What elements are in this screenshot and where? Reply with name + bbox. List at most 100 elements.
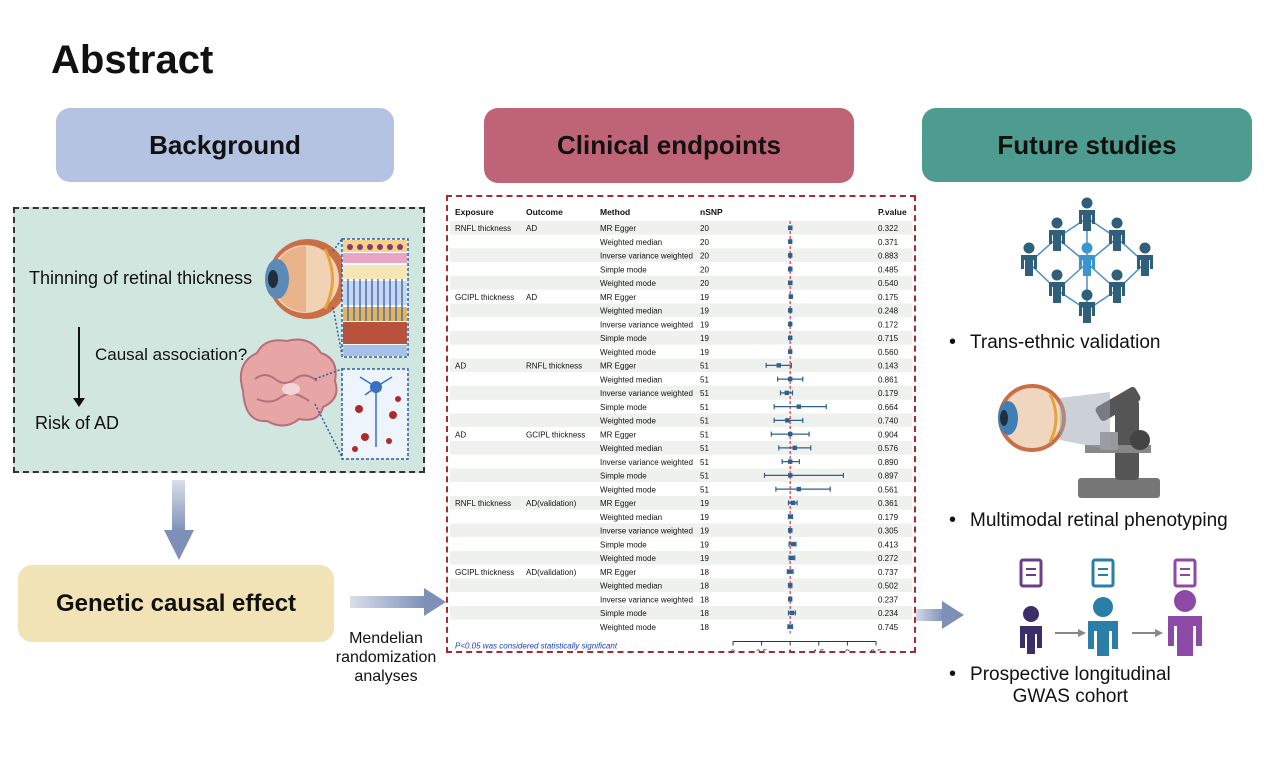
network-link	[1056, 262, 1088, 291]
eye-icon	[998, 384, 1110, 452]
cell-pvalue: 0.237	[878, 595, 899, 604]
point-estimate	[788, 473, 793, 478]
mr-caption: Mendelian randomization analyses	[326, 629, 446, 686]
cell-outcome: GCIPL thickness	[526, 430, 585, 439]
cell-pvalue: 0.179	[878, 513, 899, 522]
retina-layers-icon	[341, 238, 409, 358]
cell-method: MR Egger	[600, 430, 636, 439]
cell-method: Inverse variance weighted	[600, 320, 693, 329]
cell-nsnp: 19	[700, 499, 709, 508]
person-icon	[1049, 269, 1065, 303]
network-link	[1116, 262, 1146, 291]
cell-pvalue: 0.737	[878, 568, 899, 577]
cell-nsnp: 19	[700, 527, 709, 536]
cell-nsnp: 20	[700, 265, 709, 274]
cell-nsnp: 19	[700, 293, 709, 302]
x-tick-label: 0.5	[756, 649, 768, 652]
bullet-text: GWAS cohort	[1012, 686, 1129, 707]
cell-pvalue: 0.502	[878, 582, 899, 591]
cell-pvalue: 0.897	[878, 472, 899, 481]
cell-nsnp: 19	[700, 334, 709, 343]
cell-method: MR Egger	[600, 224, 636, 233]
cell-method: MR Egger	[600, 293, 636, 302]
person-small-icon	[1020, 606, 1042, 654]
microscope-icon	[1078, 387, 1160, 498]
point-estimate	[790, 500, 796, 506]
cell-pvalue: 0.175	[878, 293, 899, 302]
table-row	[450, 619, 912, 634]
table-row	[450, 482, 912, 496]
mr-caption-line: randomization	[335, 649, 437, 666]
table-row	[450, 262, 912, 276]
table-row	[450, 468, 912, 483]
clinical-endpoints-header: Clinical endpoints	[484, 108, 854, 183]
person-icon	[1109, 269, 1125, 303]
cell-method: Weighted mode	[600, 554, 656, 563]
clipboard-icon	[1173, 558, 1197, 588]
point-estimate	[796, 404, 801, 409]
network-link	[1056, 217, 1088, 239]
point-estimate	[788, 349, 793, 354]
point-estimate	[789, 555, 795, 561]
mr-caption-line: analyses	[354, 668, 418, 685]
point-estimate	[788, 596, 793, 602]
point-estimate	[776, 363, 781, 368]
cell-exposure: RNFL thickness	[455, 224, 511, 233]
network-link	[1086, 217, 1118, 239]
point-estimate	[788, 225, 793, 231]
cell-method: Simple mode	[600, 265, 647, 274]
cell-pvalue: 0.560	[878, 348, 899, 357]
cell-pvalue: 0.248	[878, 307, 899, 316]
person-icon	[1079, 197, 1095, 231]
cell-pvalue: 0.745	[878, 623, 899, 632]
network-link	[1056, 237, 1088, 264]
point-estimate	[788, 266, 793, 272]
table-row	[450, 386, 912, 400]
cell-method: Weighted median	[600, 375, 662, 384]
table-row	[450, 496, 912, 510]
person-icon	[1021, 242, 1037, 276]
cell-nsnp: 51	[700, 430, 709, 439]
table-row	[450, 317, 912, 331]
point-estimate	[790, 541, 796, 547]
person-icon	[1079, 242, 1095, 276]
cell-nsnp: 20	[700, 224, 709, 233]
cell-pvalue: 0.371	[878, 238, 899, 247]
network-link	[1116, 237, 1146, 264]
thinning-text: Thinning of retinal thickness	[29, 268, 253, 288]
bullet-text: Prospective longitudinal	[970, 664, 1171, 685]
point-estimate	[796, 486, 801, 492]
cell-method: Weighted median	[600, 238, 662, 247]
table-row	[450, 234, 912, 249]
cell-nsnp: 19	[700, 307, 709, 316]
cell-pvalue: 0.179	[878, 389, 899, 398]
header-pvalue: P.value	[878, 207, 907, 217]
causal-arrow	[73, 327, 85, 407]
table-row	[450, 344, 912, 359]
table-row	[450, 303, 912, 318]
cell-nsnp: 18	[700, 568, 709, 577]
cell-nsnp: 19	[700, 513, 709, 522]
table-row	[450, 399, 912, 414]
cell-outcome: AD	[526, 224, 537, 233]
cell-nsnp: 18	[700, 609, 709, 618]
cell-method: Weighted mode	[600, 279, 656, 288]
cell-nsnp: 51	[700, 417, 709, 426]
cell-pvalue: 0.172	[878, 320, 899, 329]
future-bullet-trans-ethnic: •Trans-ethnic validation	[949, 331, 1161, 353]
cell-method: Inverse variance weighted	[600, 595, 693, 604]
background-header: Background	[56, 108, 394, 182]
future-studies-header: Future studies	[922, 108, 1252, 182]
point-estimate	[788, 335, 793, 341]
network-link	[1028, 262, 1058, 291]
x-tick-label: 0	[731, 649, 736, 652]
point-estimate	[788, 528, 793, 533]
cell-pvalue: 0.540	[878, 279, 899, 288]
cell-method: MR Egger	[600, 568, 636, 577]
point-estimate	[788, 321, 793, 327]
cell-method: Simple mode	[600, 334, 647, 343]
down-flow-arrow	[164, 480, 194, 560]
table-row	[450, 276, 912, 290]
cell-pvalue: 0.890	[878, 458, 899, 467]
